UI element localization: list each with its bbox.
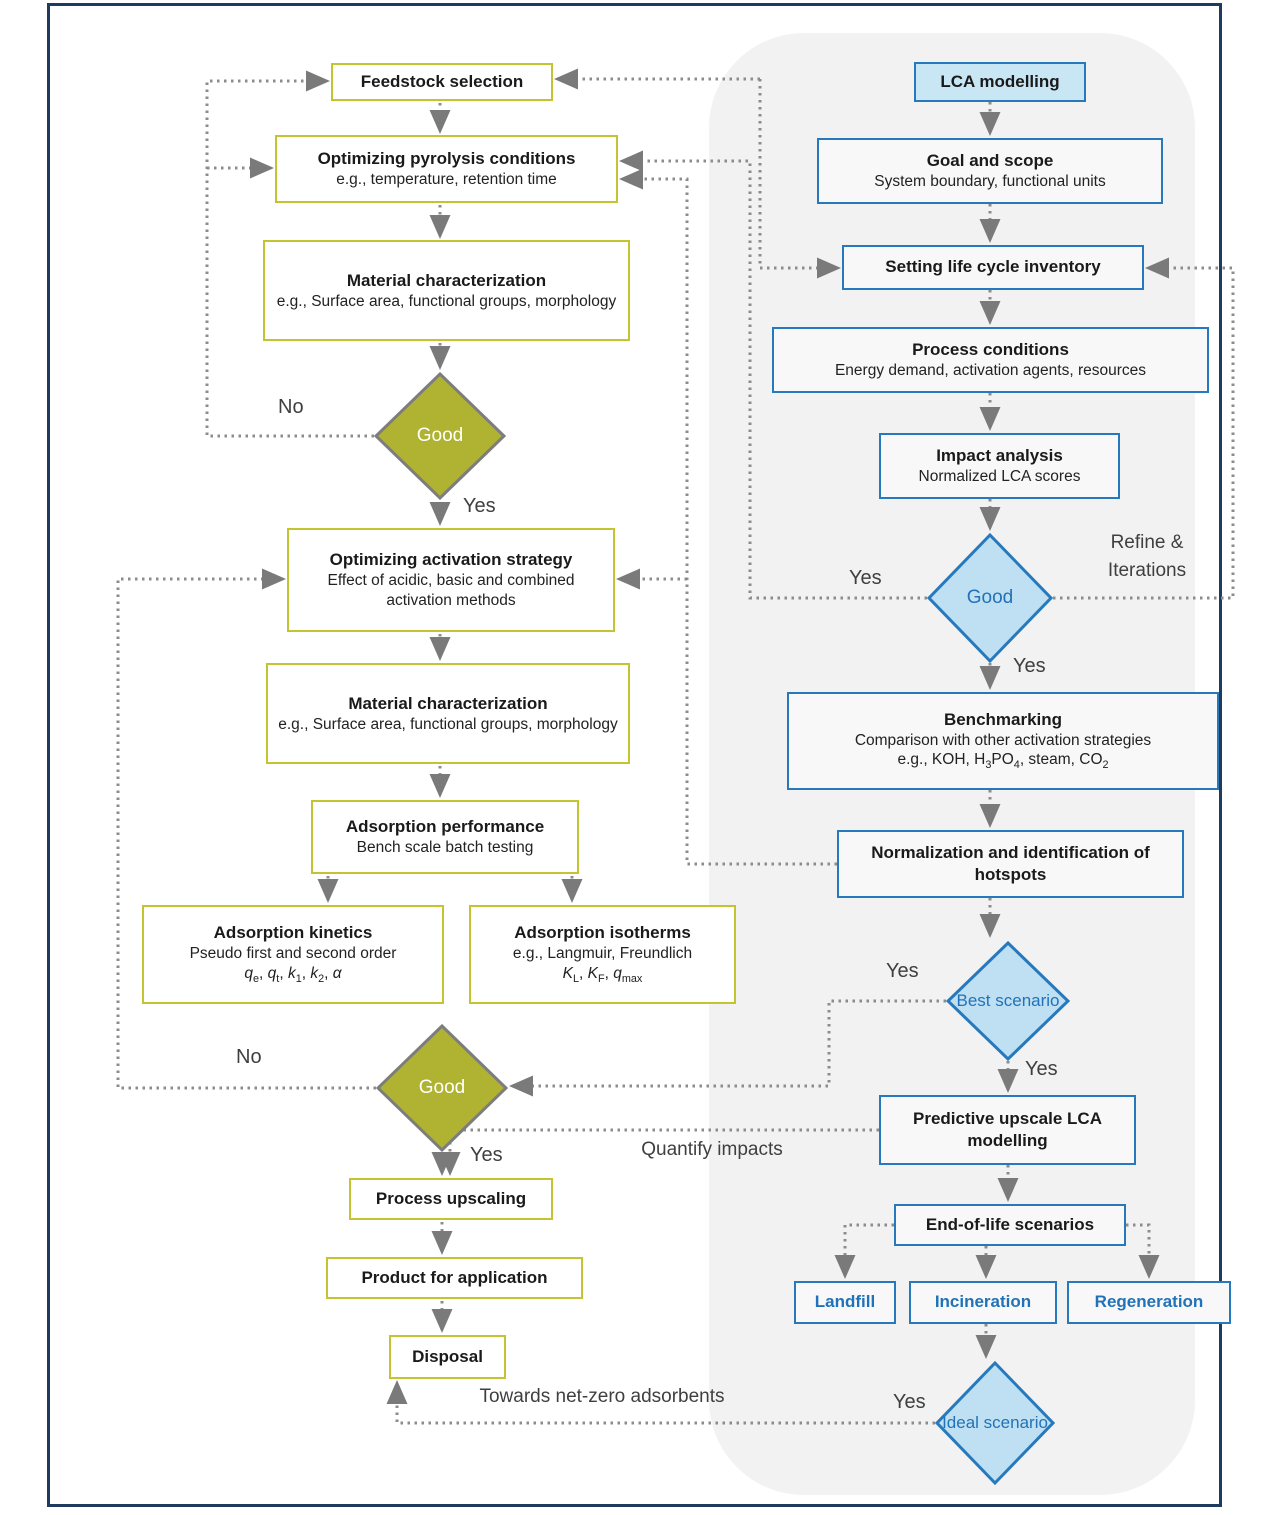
material-characterization-1-box: Material characterization e.g., Surface … — [263, 240, 630, 341]
adsorption-performance-box: Adsorption performance Bench scale batch… — [311, 800, 579, 874]
decision-ideal-scenario-diamond: Ideal scenario — [935, 1361, 1055, 1485]
decision-good-1-label: Good — [416, 425, 464, 447]
bluegood-yes-left-label: Yes — [849, 567, 882, 589]
impact-analysis-title: Impact analysis — [936, 446, 1063, 466]
best-yes-left-label: Yes — [886, 960, 919, 982]
normalization-hotspots-box: Normalization and identification of hots… — [837, 830, 1184, 898]
good1-yes-label: Yes — [463, 495, 496, 517]
benchmarking-examples: e.g., KOH, H3PO4, steam, CO2 — [897, 751, 1109, 772]
diamond-shape-icon — [927, 533, 1053, 663]
adsorption-kinetics-box: Adsorption kinetics Pseudo first and sec… — [142, 905, 444, 1004]
benchmarking-title: Benchmarking — [943, 709, 1063, 729]
adsorption-kinetics-title: Adsorption kinetics — [213, 923, 373, 943]
figure-frame: Feedstock selection Optimizing pyrolysis… — [47, 3, 1235, 1507]
adsorption-isotherms-box: Adsorption isotherms e.g., Langmuir, Fre… — [469, 905, 736, 1004]
adsorption-isotherms-sub: e.g., Langmuir, Freundlich — [512, 945, 693, 963]
process-conditions-box: Process conditions Energy demand, activa… — [772, 327, 1209, 393]
pyrolysis-conditions-sub: e.g., temperature, retention time — [336, 171, 557, 189]
decision-best-scenario-label: Best scenario — [956, 991, 1060, 1011]
material-characterization-1-sub: e.g., Surface area, functional groups, m… — [276, 292, 617, 310]
decision-good-1-diamond: Good — [374, 372, 506, 500]
lca-modelling-box: LCA modelling — [914, 62, 1086, 102]
normalization-hotspots-title: Normalization and identification of hots… — [871, 842, 1150, 884]
product-for-application-box: Product for application — [326, 1257, 583, 1299]
activation-strategy-box: Optimizing activation strategy Effect of… — [287, 528, 615, 632]
adsorption-kinetics-sub: Pseudo first and second order — [189, 945, 397, 963]
benchmarking-sub: Comparison with other activation strateg… — [854, 731, 1152, 749]
adsorption-performance-title: Adsorption performance — [345, 817, 545, 837]
diamond-shape-icon — [376, 1024, 508, 1152]
pyrolysis-conditions-box: Optimizing pyrolysis conditions e.g., te… — [275, 135, 618, 203]
predictive-upscale-lca-title: Predictive upscale LCA modelling — [913, 1108, 1102, 1150]
best-yes-down-label: Yes — [1025, 1058, 1058, 1080]
landfill-title: Landfill — [814, 1292, 876, 1312]
refine-iterations-label: Refine & Iterations — [1107, 532, 1187, 581]
decision-best-scenario-diamond: Best scenario — [946, 941, 1070, 1061]
material-characterization-2-title: Material characterization — [348, 693, 548, 713]
goal-and-scope-sub: System boundary, functional units — [874, 173, 1106, 191]
process-upscaling-box: Process upscaling — [349, 1178, 553, 1220]
good2-yes-label: Yes — [470, 1144, 503, 1166]
net-zero-label: Towards net-zero adsorbents — [479, 1386, 725, 1407]
adsorption-performance-sub: Bench scale batch testing — [356, 839, 534, 857]
life-cycle-inventory-title: Setting life cycle inventory — [885, 257, 1101, 277]
pyrolysis-conditions-title: Optimizing pyrolysis conditions — [317, 149, 576, 169]
process-conditions-title: Process conditions — [912, 340, 1069, 360]
decision-lca-good-diamond: Good — [927, 533, 1053, 663]
regeneration-box: Regeneration — [1067, 1281, 1231, 1324]
process-conditions-sub: Energy demand, activation agents, resour… — [834, 362, 1147, 380]
adsorption-kinetics-params: qe, qt, k1, k2, α — [244, 964, 342, 986]
activation-strategy-sub: Effect of acidic, basic and combined act… — [327, 572, 575, 610]
end-of-life-scenarios-title: End-of-life scenarios — [925, 1214, 1095, 1234]
diamond-shape-icon — [946, 941, 1070, 1061]
end-of-life-scenarios-box: End-of-life scenarios — [894, 1204, 1126, 1246]
benchmarking-box: Benchmarking Comparison with other activ… — [787, 692, 1219, 790]
goal-and-scope-title: Goal and scope — [926, 151, 1054, 171]
decision-good-2-label: Good — [418, 1077, 466, 1099]
good1-no-label: No — [278, 396, 304, 418]
disposal-title: Disposal — [412, 1346, 483, 1366]
incineration-title: Incineration — [934, 1292, 1032, 1312]
decision-lca-good-label: Good — [966, 587, 1014, 609]
incineration-box: Incineration — [909, 1281, 1057, 1324]
material-characterization-2-box: Material characterization e.g., Surface … — [266, 663, 630, 764]
landfill-box: Landfill — [794, 1281, 896, 1324]
material-characterization-2-sub: e.g., Surface area, functional groups, m… — [278, 715, 618, 733]
decision-ideal-scenario-label: Ideal scenario — [942, 1413, 1048, 1433]
predictive-upscale-lca-box: Predictive upscale LCA modelling — [879, 1095, 1136, 1165]
activation-strategy-title: Optimizing activation strategy — [329, 550, 573, 570]
quantify-impacts-label: Quantify impacts — [641, 1139, 783, 1160]
disposal-box: Disposal — [389, 1335, 506, 1379]
impact-analysis-sub: Normalized LCA scores — [918, 468, 1081, 486]
product-for-application-title: Product for application — [361, 1267, 548, 1287]
lca-modelling-title: LCA modelling — [940, 71, 1060, 91]
regeneration-title: Regeneration — [1094, 1292, 1204, 1312]
diamond-shape-icon — [935, 1361, 1055, 1485]
feedstock-selection-title: Feedstock selection — [360, 71, 524, 91]
ideal-yes-label: Yes — [893, 1391, 926, 1413]
life-cycle-inventory-box: Setting life cycle inventory — [842, 245, 1144, 290]
bluegood-yes-down-label: Yes — [1013, 655, 1046, 677]
feedstock-selection-box: Feedstock selection — [331, 63, 553, 101]
decision-good-2-diamond: Good — [376, 1024, 508, 1152]
material-characterization-1-title: Material characterization — [346, 270, 547, 290]
diamond-shape-icon — [374, 372, 506, 500]
impact-analysis-box: Impact analysis Normalized LCA scores — [879, 433, 1120, 499]
adsorption-isotherms-params: KL, KF, qmax — [562, 964, 643, 986]
process-upscaling-title: Process upscaling — [375, 1188, 527, 1208]
good2-no-label: No — [236, 1046, 262, 1068]
adsorption-isotherms-title: Adsorption isotherms — [514, 923, 691, 943]
goal-and-scope-box: Goal and scope System boundary, function… — [817, 138, 1163, 204]
